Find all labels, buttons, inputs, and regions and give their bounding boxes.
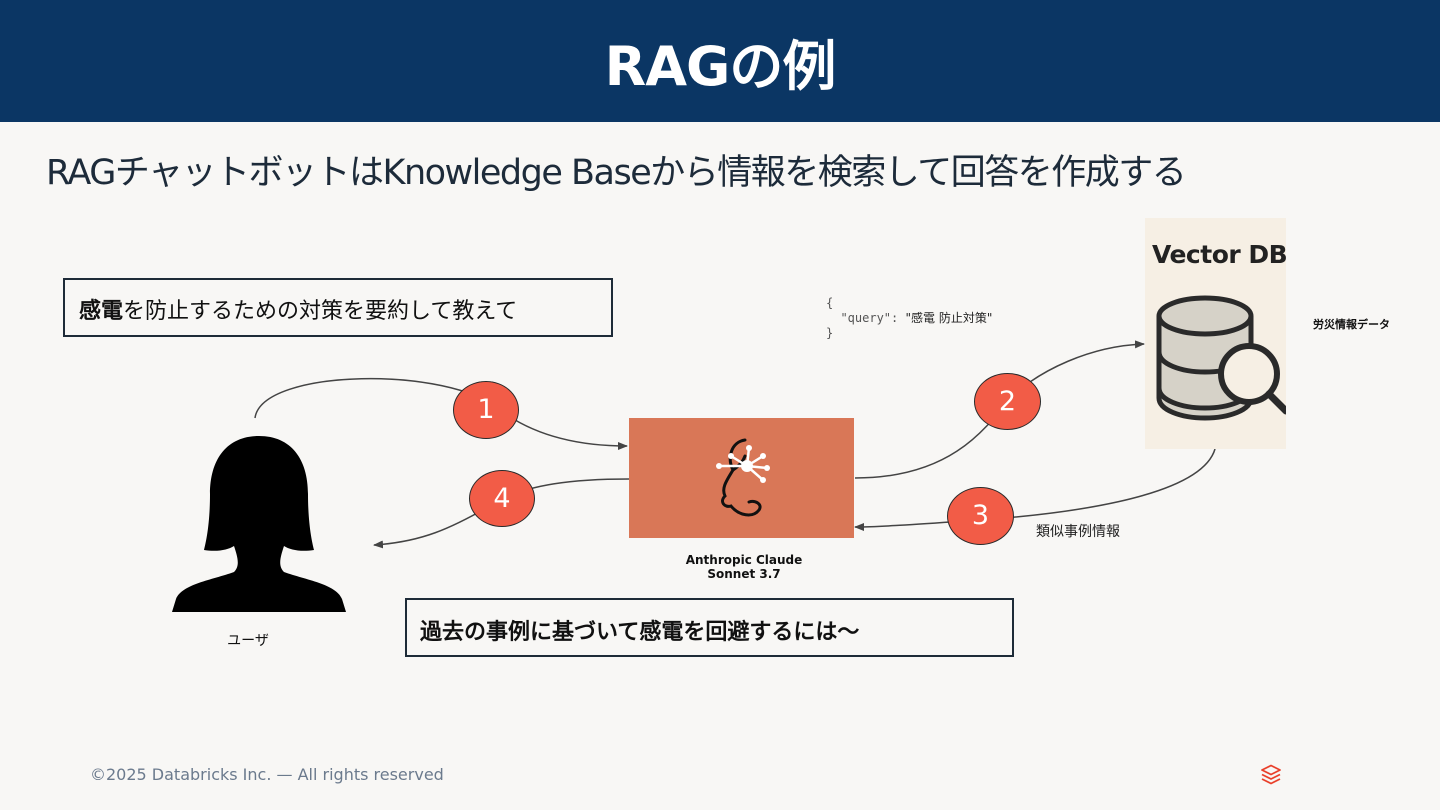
copyright-footer: ©2025 Databricks Inc. — All rights reser… (90, 765, 444, 784)
llm-answer-box: 過去の事例に基づいて感電を回避するには〜 (405, 598, 1014, 657)
step-badge-4: 4 (469, 470, 535, 527)
json-line: "query": "感電 防止対策" (826, 311, 992, 326)
vector-db-data-label: 労災情報データ (1313, 318, 1390, 331)
json-value: "感電 防止対策" (905, 311, 993, 325)
step-badge-1: 1 (453, 381, 519, 439)
json-open: { (826, 296, 834, 310)
retrieved-label: 類似事例情報 (1036, 524, 1120, 540)
slide-header (0, 0, 1440, 122)
llm-label-line2: Sonnet 3.7 (707, 567, 781, 581)
llm-label: Anthropic Claude Sonnet 3.7 (644, 553, 844, 581)
question-text: を防止するための対策を要約して教えて (123, 299, 518, 324)
slide-subtitle: RAGチャットボットはKnowledge Baseから情報を検索して回答を作成す… (46, 153, 1187, 193)
database-search-icon (1156, 295, 1286, 421)
user-label: ユーザ (227, 633, 269, 649)
claude-logo-icon (716, 438, 770, 517)
vector-db-title: Vector DB (1152, 240, 1286, 269)
llm-block (629, 418, 854, 538)
slide-title: RAGの例 (604, 35, 837, 98)
query-json: { "query": "感電 防止対策"} (826, 296, 992, 341)
llm-label-line1: Anthropic Claude (685, 553, 803, 567)
arrow-vectordb-to-llm (854, 448, 1216, 531)
user-question-box: 感電を防止するための対策を要約して教えて (63, 278, 613, 337)
step-badge-3: 3 (947, 487, 1014, 545)
json-key: "query": (826, 311, 906, 325)
question-emphasis: 感電 (79, 299, 124, 324)
step-badge-2: 2 (974, 373, 1041, 430)
person-silhouette-icon (172, 436, 346, 612)
vector-db-block: Vector DB (1145, 218, 1286, 449)
json-close: } (826, 326, 834, 340)
databricks-logo-icon (1261, 764, 1281, 785)
